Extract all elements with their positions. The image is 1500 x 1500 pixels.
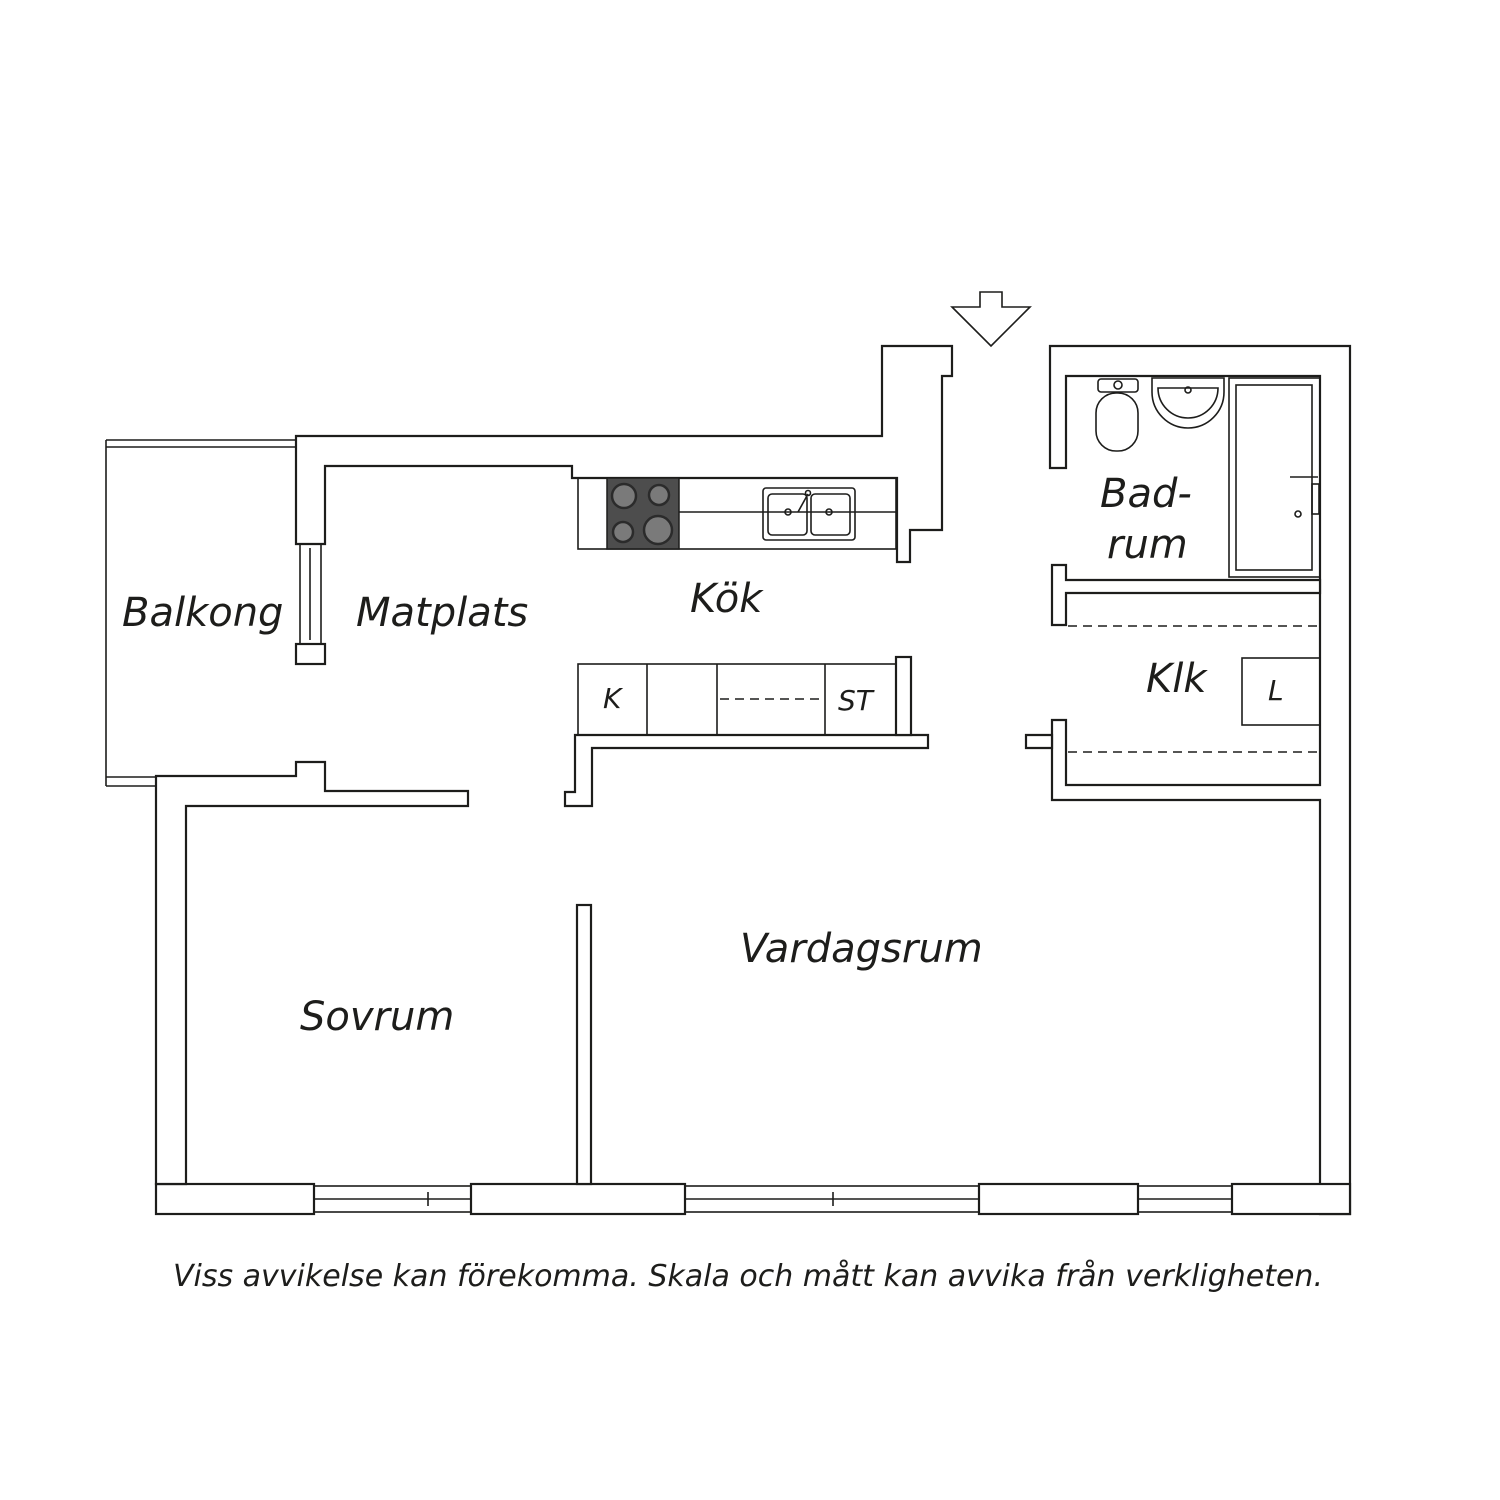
balcony	[105, 439, 296, 787]
kitchen-counter-lower	[577, 663, 897, 736]
disclaimer-text: Viss avvikelse kan förekomma. Skala och …	[173, 1259, 1323, 1294]
fixture-label-wardrobe: ST	[838, 684, 875, 717]
south-windows	[313, 1185, 1233, 1213]
shower-icon	[1228, 377, 1321, 578]
fixture-label-fridge: K	[603, 682, 624, 715]
bathroom-fixtures	[1095, 377, 1321, 578]
interior-walls	[563, 563, 1322, 1186]
room-label-matplats: Matplats	[356, 590, 528, 636]
room-label-klk: Klk	[1146, 656, 1208, 702]
toilet-icon	[1095, 378, 1139, 452]
room-label-balkong: Balkong	[122, 590, 283, 636]
room-label-sovrum: Sovrum	[300, 994, 454, 1040]
room-label-vardagsrum: Vardagsrum	[740, 926, 983, 972]
room-label-kok: Kök	[690, 576, 764, 622]
room-label-badrum-2: rum	[1107, 522, 1188, 568]
sink-icon	[762, 487, 856, 541]
fixture-label-linen: L	[1268, 674, 1284, 707]
room-label-badrum-1: Bad-	[1100, 471, 1192, 517]
kitchen-counter-upper	[577, 477, 897, 550]
entrance-arrow-icon	[950, 291, 1032, 348]
washbasin-icon	[1151, 377, 1225, 429]
closet	[1068, 625, 1321, 753]
